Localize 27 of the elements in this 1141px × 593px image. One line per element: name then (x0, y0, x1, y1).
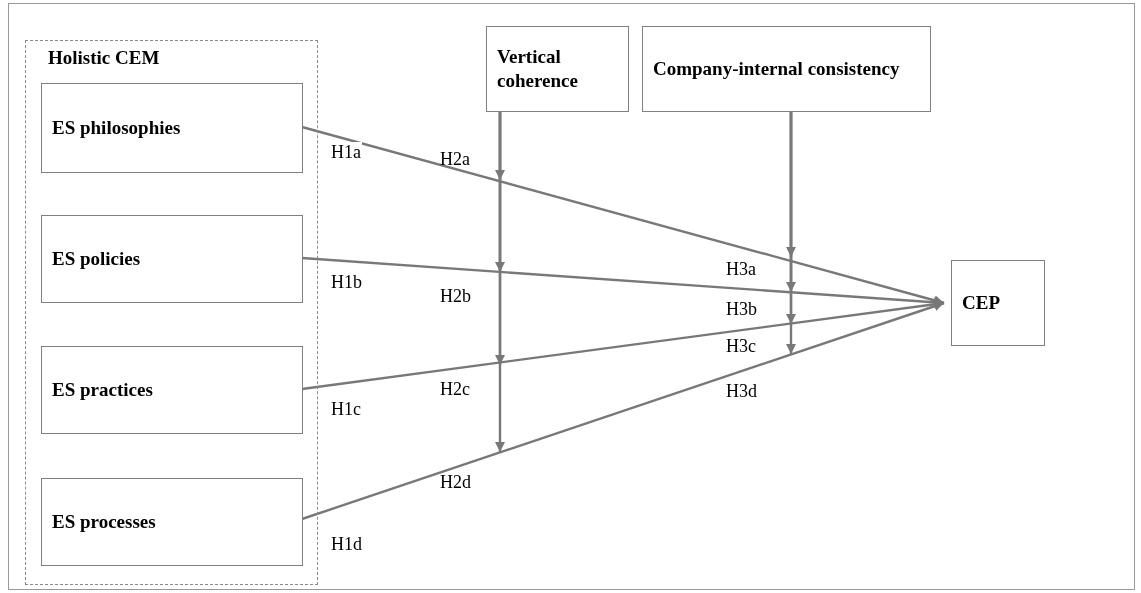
concept-label: ES practices (52, 378, 153, 402)
hypothesis-label: H2b (440, 286, 471, 306)
arrow (494, 112, 506, 452)
concept-label: ES processes (52, 510, 156, 534)
concept-label: ES policies (52, 247, 141, 271)
hypothesis-label: H3d (726, 381, 757, 401)
concept-box (41, 346, 303, 434)
hypothesis-label: H2c (440, 379, 470, 399)
hypothesis-label: H2a (440, 149, 470, 169)
dashed-group-box (25, 40, 318, 585)
concept-label: CEP (962, 291, 1000, 315)
concept-box (41, 478, 303, 566)
concept-label: Vertical coherence (497, 45, 579, 93)
hypothesis-label: H3c (726, 336, 756, 356)
concept-label: Company-internal consistency (653, 57, 900, 81)
concept-label: ES philosophies (52, 116, 181, 140)
concept-box (41, 215, 303, 303)
hypothesis-label: H3a (726, 259, 756, 279)
concept-box (642, 26, 931, 112)
concept-box (486, 26, 629, 112)
concept-box (951, 260, 1045, 346)
arrow (301, 299, 945, 391)
hypothesis-label: H2d (440, 472, 471, 492)
concept-box (41, 83, 303, 173)
hypothesis-label: H3b (726, 299, 757, 319)
group-heading: Holistic CEM (48, 46, 160, 70)
arrow (301, 301, 945, 521)
